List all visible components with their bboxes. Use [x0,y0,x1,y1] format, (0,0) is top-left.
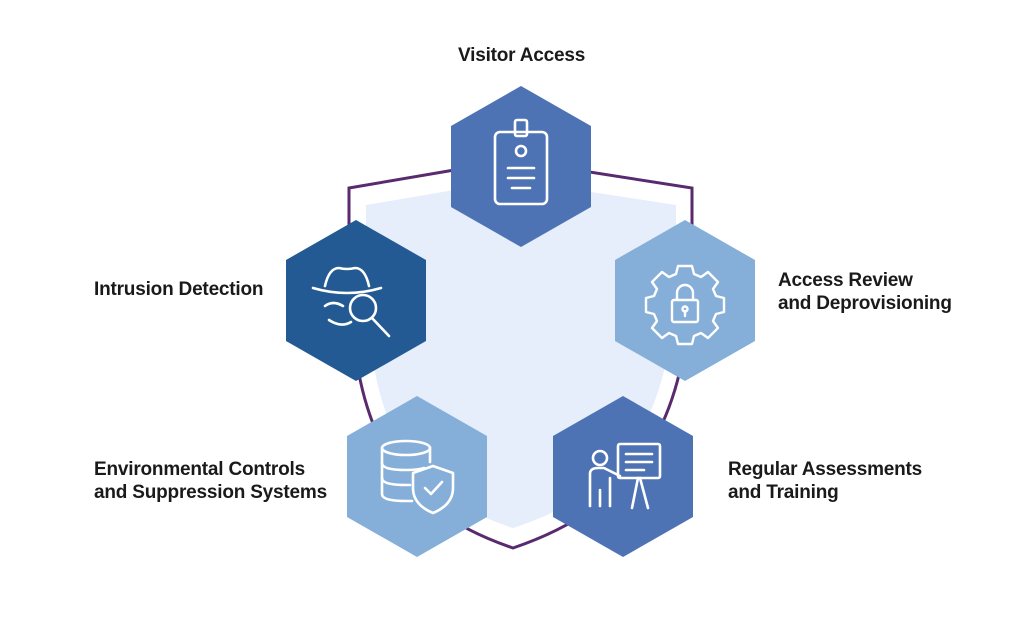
gear-lock-icon [644,264,726,346]
presenter-board-icon [588,442,662,510]
label-line: Environmental Controls [94,459,305,480]
hex-visitor-access [450,86,592,248]
hex-shape [286,220,426,381]
label-intrusion-detection: Intrusion Detection [94,278,264,301]
hex-intrusion-detection [285,220,427,382]
hex-shape [451,86,591,247]
label-line: and Training [728,482,839,503]
hex-shape [347,396,487,557]
label-line: Visitor Access [458,45,586,66]
label-access-review: Access Review and Deprovisioning [778,269,952,315]
hex-access-review [614,220,756,382]
label-visitor-access: Visitor Access [458,44,585,67]
label-line: and Suppression Systems [94,482,327,503]
id-badge-icon [493,118,549,206]
label-line: Access Review [778,270,913,291]
label-line: and Deprovisioning [778,293,952,314]
hex-shape [553,396,693,557]
label-line: Regular Assessments [728,459,923,480]
hex-regular-assessments [552,396,694,558]
hex-environmental-controls [346,396,488,558]
database-shield-icon [380,439,455,515]
label-line: Intrusion Detection [94,279,264,300]
label-environmental-controls: Environmental Controls and Suppression S… [94,458,327,504]
spy-magnifier-icon [311,266,391,338]
label-regular-assessments: Regular Assessments and Training [728,458,922,504]
